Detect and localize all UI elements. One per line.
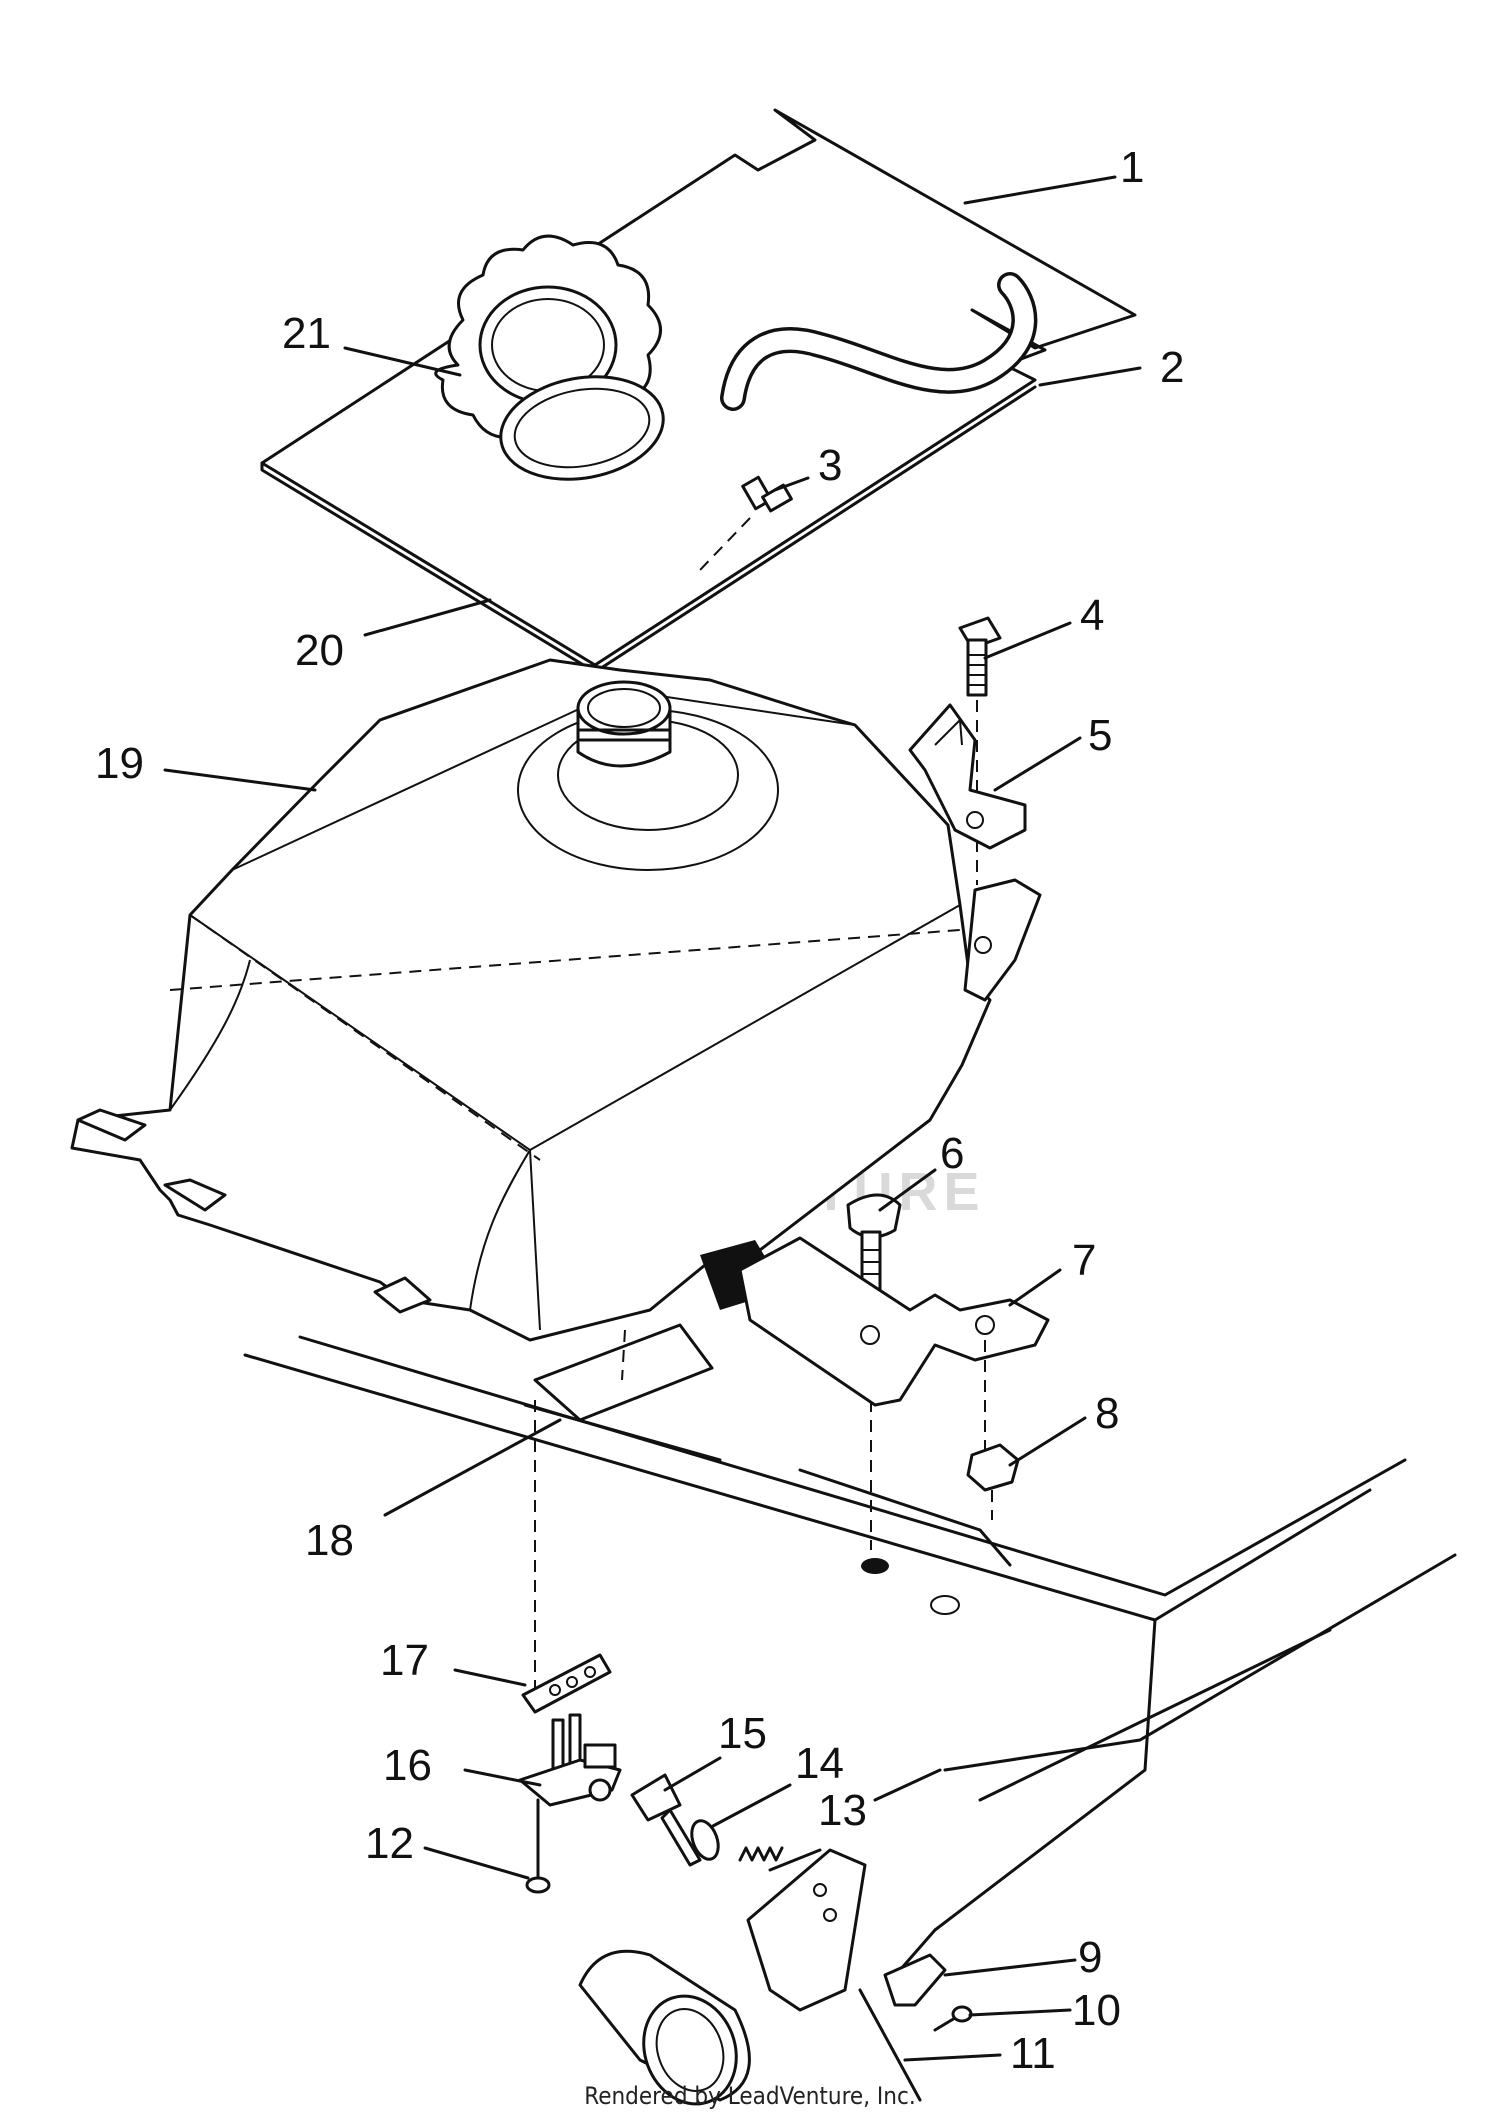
part-fuel-valve [518, 1713, 622, 1807]
callout-13: 13 [818, 1786, 867, 1835]
callout-2: 2 [1160, 343, 1184, 392]
part-vent-hose [720, 272, 1038, 411]
part-strap-bracket [738, 1236, 1050, 1460]
part-vent-fitting [699, 475, 793, 571]
part-tank-bracket [908, 703, 1027, 850]
callout-3: 3 [818, 441, 842, 490]
footer-credit: Rendered by LeadVenture, Inc. [584, 2082, 916, 2110]
part-bolt-upper [958, 616, 1002, 885]
part-fuel-tank [70, 658, 1042, 1342]
callout-5: 5 [1088, 711, 1112, 760]
callout-21: 21 [282, 309, 331, 358]
callout-19: 19 [95, 739, 144, 788]
callout-18: 18 [305, 1516, 354, 1565]
callout-7: 7 [1072, 1236, 1096, 1285]
part-tank-pad [533, 1323, 714, 1700]
callout-4: 4 [1080, 591, 1104, 640]
callout-14: 14 [795, 1739, 844, 1788]
callout-11: 11 [1010, 2029, 1056, 2078]
part-washer [690, 1819, 720, 1861]
callout-15: 15 [718, 1709, 767, 1758]
part-screw-lever [933, 2005, 973, 2032]
part-screw-valve [525, 1798, 551, 1894]
leader-lines [163, 175, 1142, 2062]
part-valve-bracket [578, 1848, 922, 2106]
part-spring [738, 1846, 784, 1862]
callout-17: 17 [380, 1636, 429, 1685]
callout-6: 6 [940, 1129, 964, 1178]
part-lever [883, 1953, 947, 2007]
callout-12: 12 [365, 1819, 414, 1868]
callout-1: 1 [1120, 143, 1144, 192]
part-nut [966, 1443, 1020, 1520]
callout-9: 9 [1078, 1933, 1102, 1982]
callout-20: 20 [295, 626, 344, 675]
part-valve-knob [630, 1773, 702, 1867]
callout-10: 10 [1072, 1986, 1121, 2035]
callout-8: 8 [1095, 1389, 1119, 1438]
part-heat-shield [260, 108, 1137, 674]
vehicle-frame [243, 1335, 1457, 1972]
callout-16: 16 [383, 1741, 432, 1790]
callout-labels: 1 2 3 4 5 6 7 8 9 10 11 12 13 14 15 16 1… [95, 143, 1184, 2078]
part-valve-plate [521, 1653, 612, 1714]
part-cap-gasket [499, 375, 665, 481]
